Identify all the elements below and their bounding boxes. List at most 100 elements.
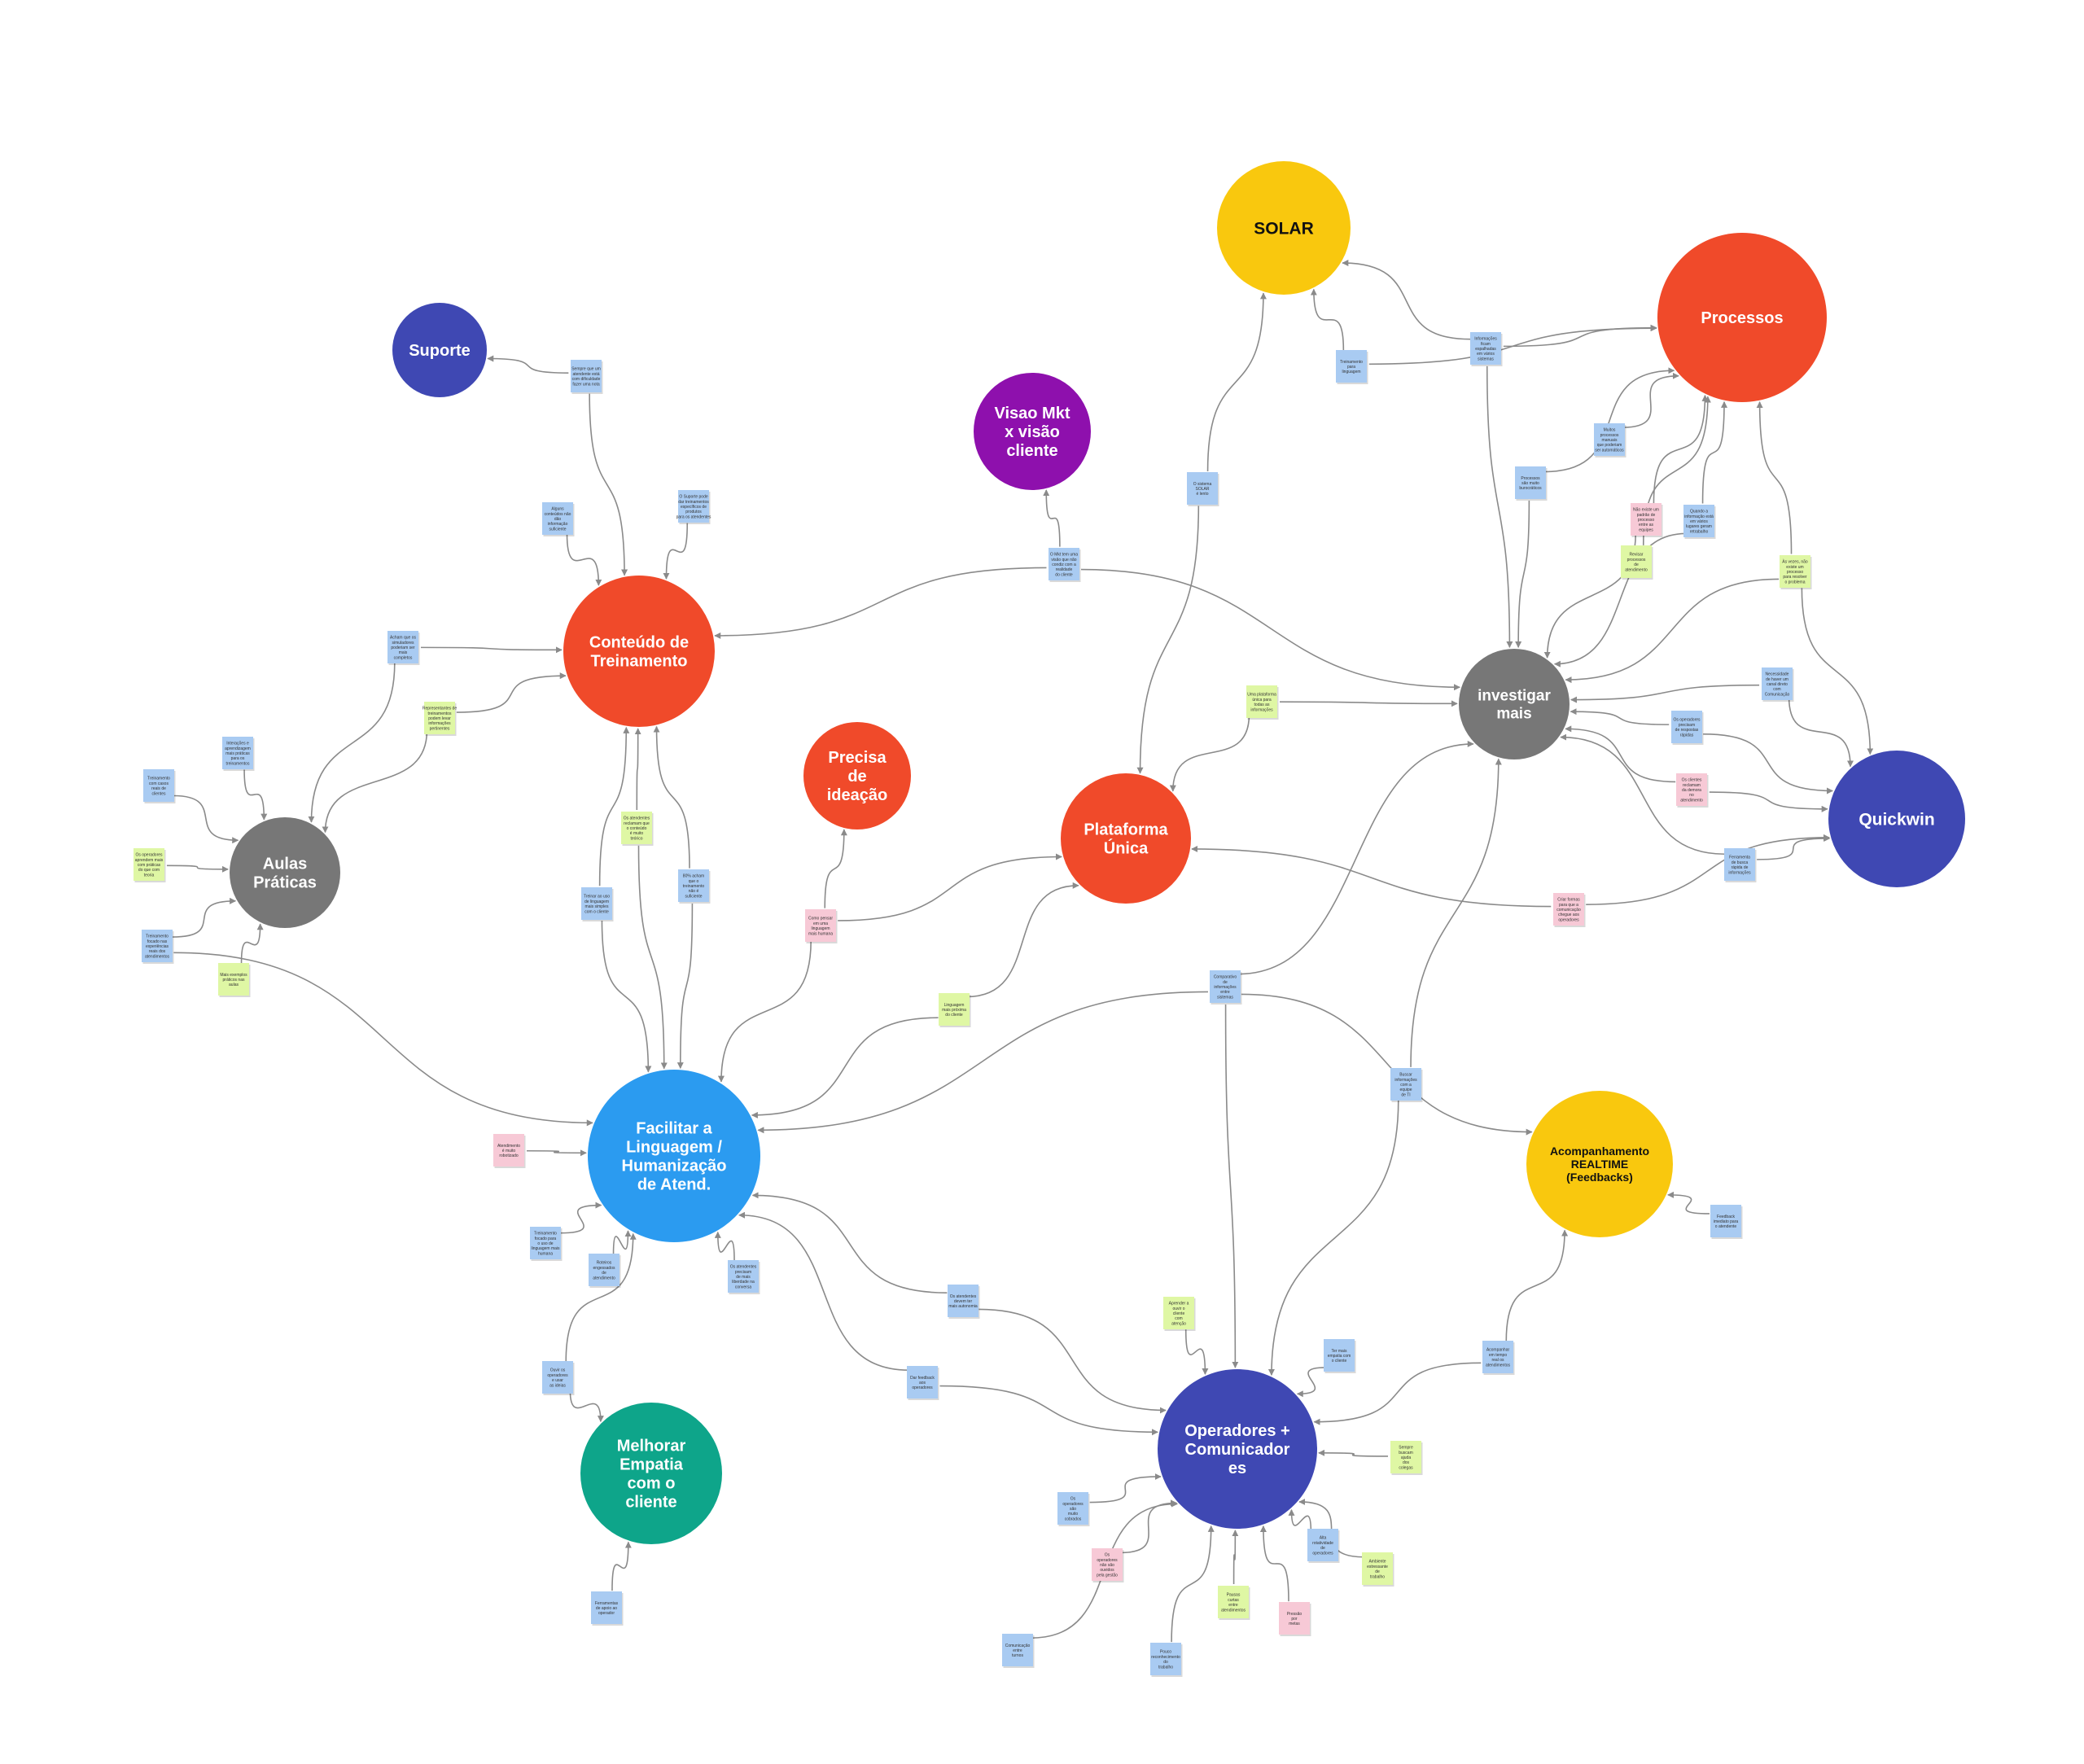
topic-node-suporte[interactable]: Suporte [392,303,487,397]
sticky-note-text: Os operadores [1673,718,1701,723]
topic-node-circle [1657,233,1827,402]
connector-n8-aulas [166,864,229,873]
sticky-note-text: Pausas [1227,1593,1241,1598]
topic-node-processos[interactable]: Processos [1657,233,1827,402]
sticky-note-paper [1515,466,1546,499]
sticky-note-text: Os atendentes [730,1265,757,1270]
sticky-note-text: Mais exemplos [220,973,247,978]
sticky-note-text: Uma plataforma [1247,693,1276,698]
sticky-note-text: Os atendentes [950,1294,977,1299]
connector-n5-aulas [322,730,428,834]
sticky-note-text: ajuda [1401,1455,1411,1460]
sticky-note-text: podem levar [428,716,451,721]
connector-n27-quickwin [1703,733,1834,794]
sticky-note-text: de [602,1271,606,1276]
sticky-note-text: de [1634,562,1639,567]
sticky-note-text: treinamentos [428,711,452,716]
sticky-note-text: mais humana [808,931,833,936]
topic-node-solar[interactable]: SOLAR [1217,161,1351,295]
connector-n33-investigar [1410,758,1502,1067]
topic-node-label: Única [1104,838,1149,858]
sticky-note-text: de mais [736,1275,751,1280]
sticky-note-paper [1676,773,1707,806]
sticky-note-text: as ideias [549,1383,566,1388]
sticky-note-text: colegas [1399,1465,1413,1470]
sticky-note-text: o problema [1784,580,1805,584]
topic-node-quickwin[interactable]: Quickwin [1828,751,1965,887]
topic-node-label: Humanização [622,1158,727,1175]
connector-n24-quickwin [1801,588,1874,755]
sticky-note-text: buscam [1399,1451,1413,1455]
connector-n18-processos [1503,324,1657,348]
sticky-note-text: Muitos [1604,428,1616,433]
sticky-note-text: de linguagem [584,900,609,904]
sticky-note-text: operadores [912,1385,933,1390]
sticky-note-text: mais práticas [225,751,250,756]
